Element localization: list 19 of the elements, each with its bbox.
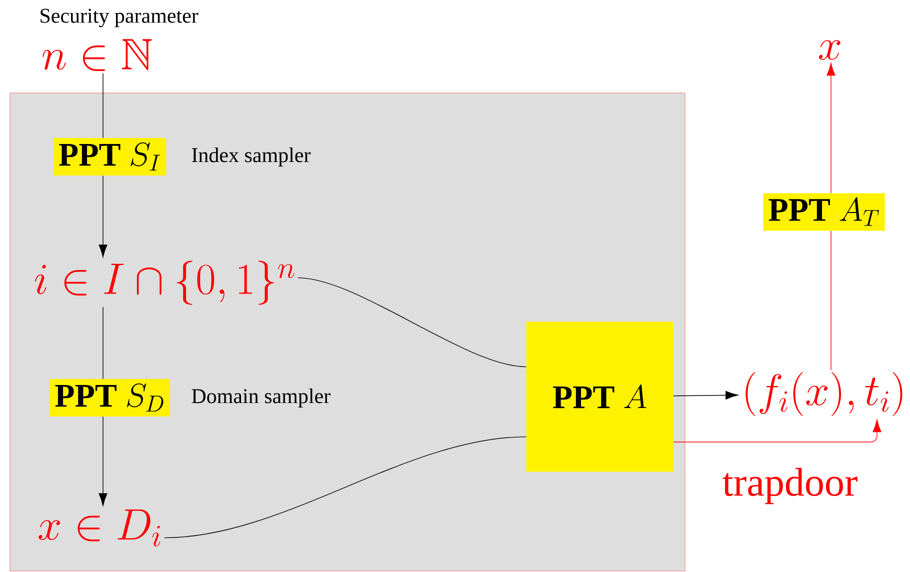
arrow (673, 390, 738, 400)
arrow (673, 419, 882, 442)
edge-label: trapdoor (721, 466, 859, 506)
formula-label: $n \in \mathbb{N}$ (42, 39, 152, 72)
formula-label: $(f_i(x), t_i)$ (746, 372, 902, 416)
side-label: Index sampler (192, 147, 311, 167)
process-box: $\mathbf{PPT}\ S_D$ (50, 379, 170, 417)
arrow (826, 63, 836, 194)
formula-label: $x$ (819, 40, 840, 60)
process-box: $\mathbf{PPT}\ S_I$ (53, 138, 166, 176)
process-box: $\mathbf{PPT}\ A$ (526, 322, 674, 472)
side-label: Security parameter (40, 8, 198, 28)
side-label: Domain sampler (192, 388, 330, 408)
formula-label: $x \in D_i$ (38, 509, 160, 546)
frame-box (10, 92, 686, 572)
arrow (98, 416, 108, 506)
formula-label: $i \in I \cap \{0,1\}^n$ (35, 260, 294, 305)
arrow (98, 175, 108, 258)
process-box: $\mathbf{PPT}\ A_T$ (763, 193, 885, 231)
